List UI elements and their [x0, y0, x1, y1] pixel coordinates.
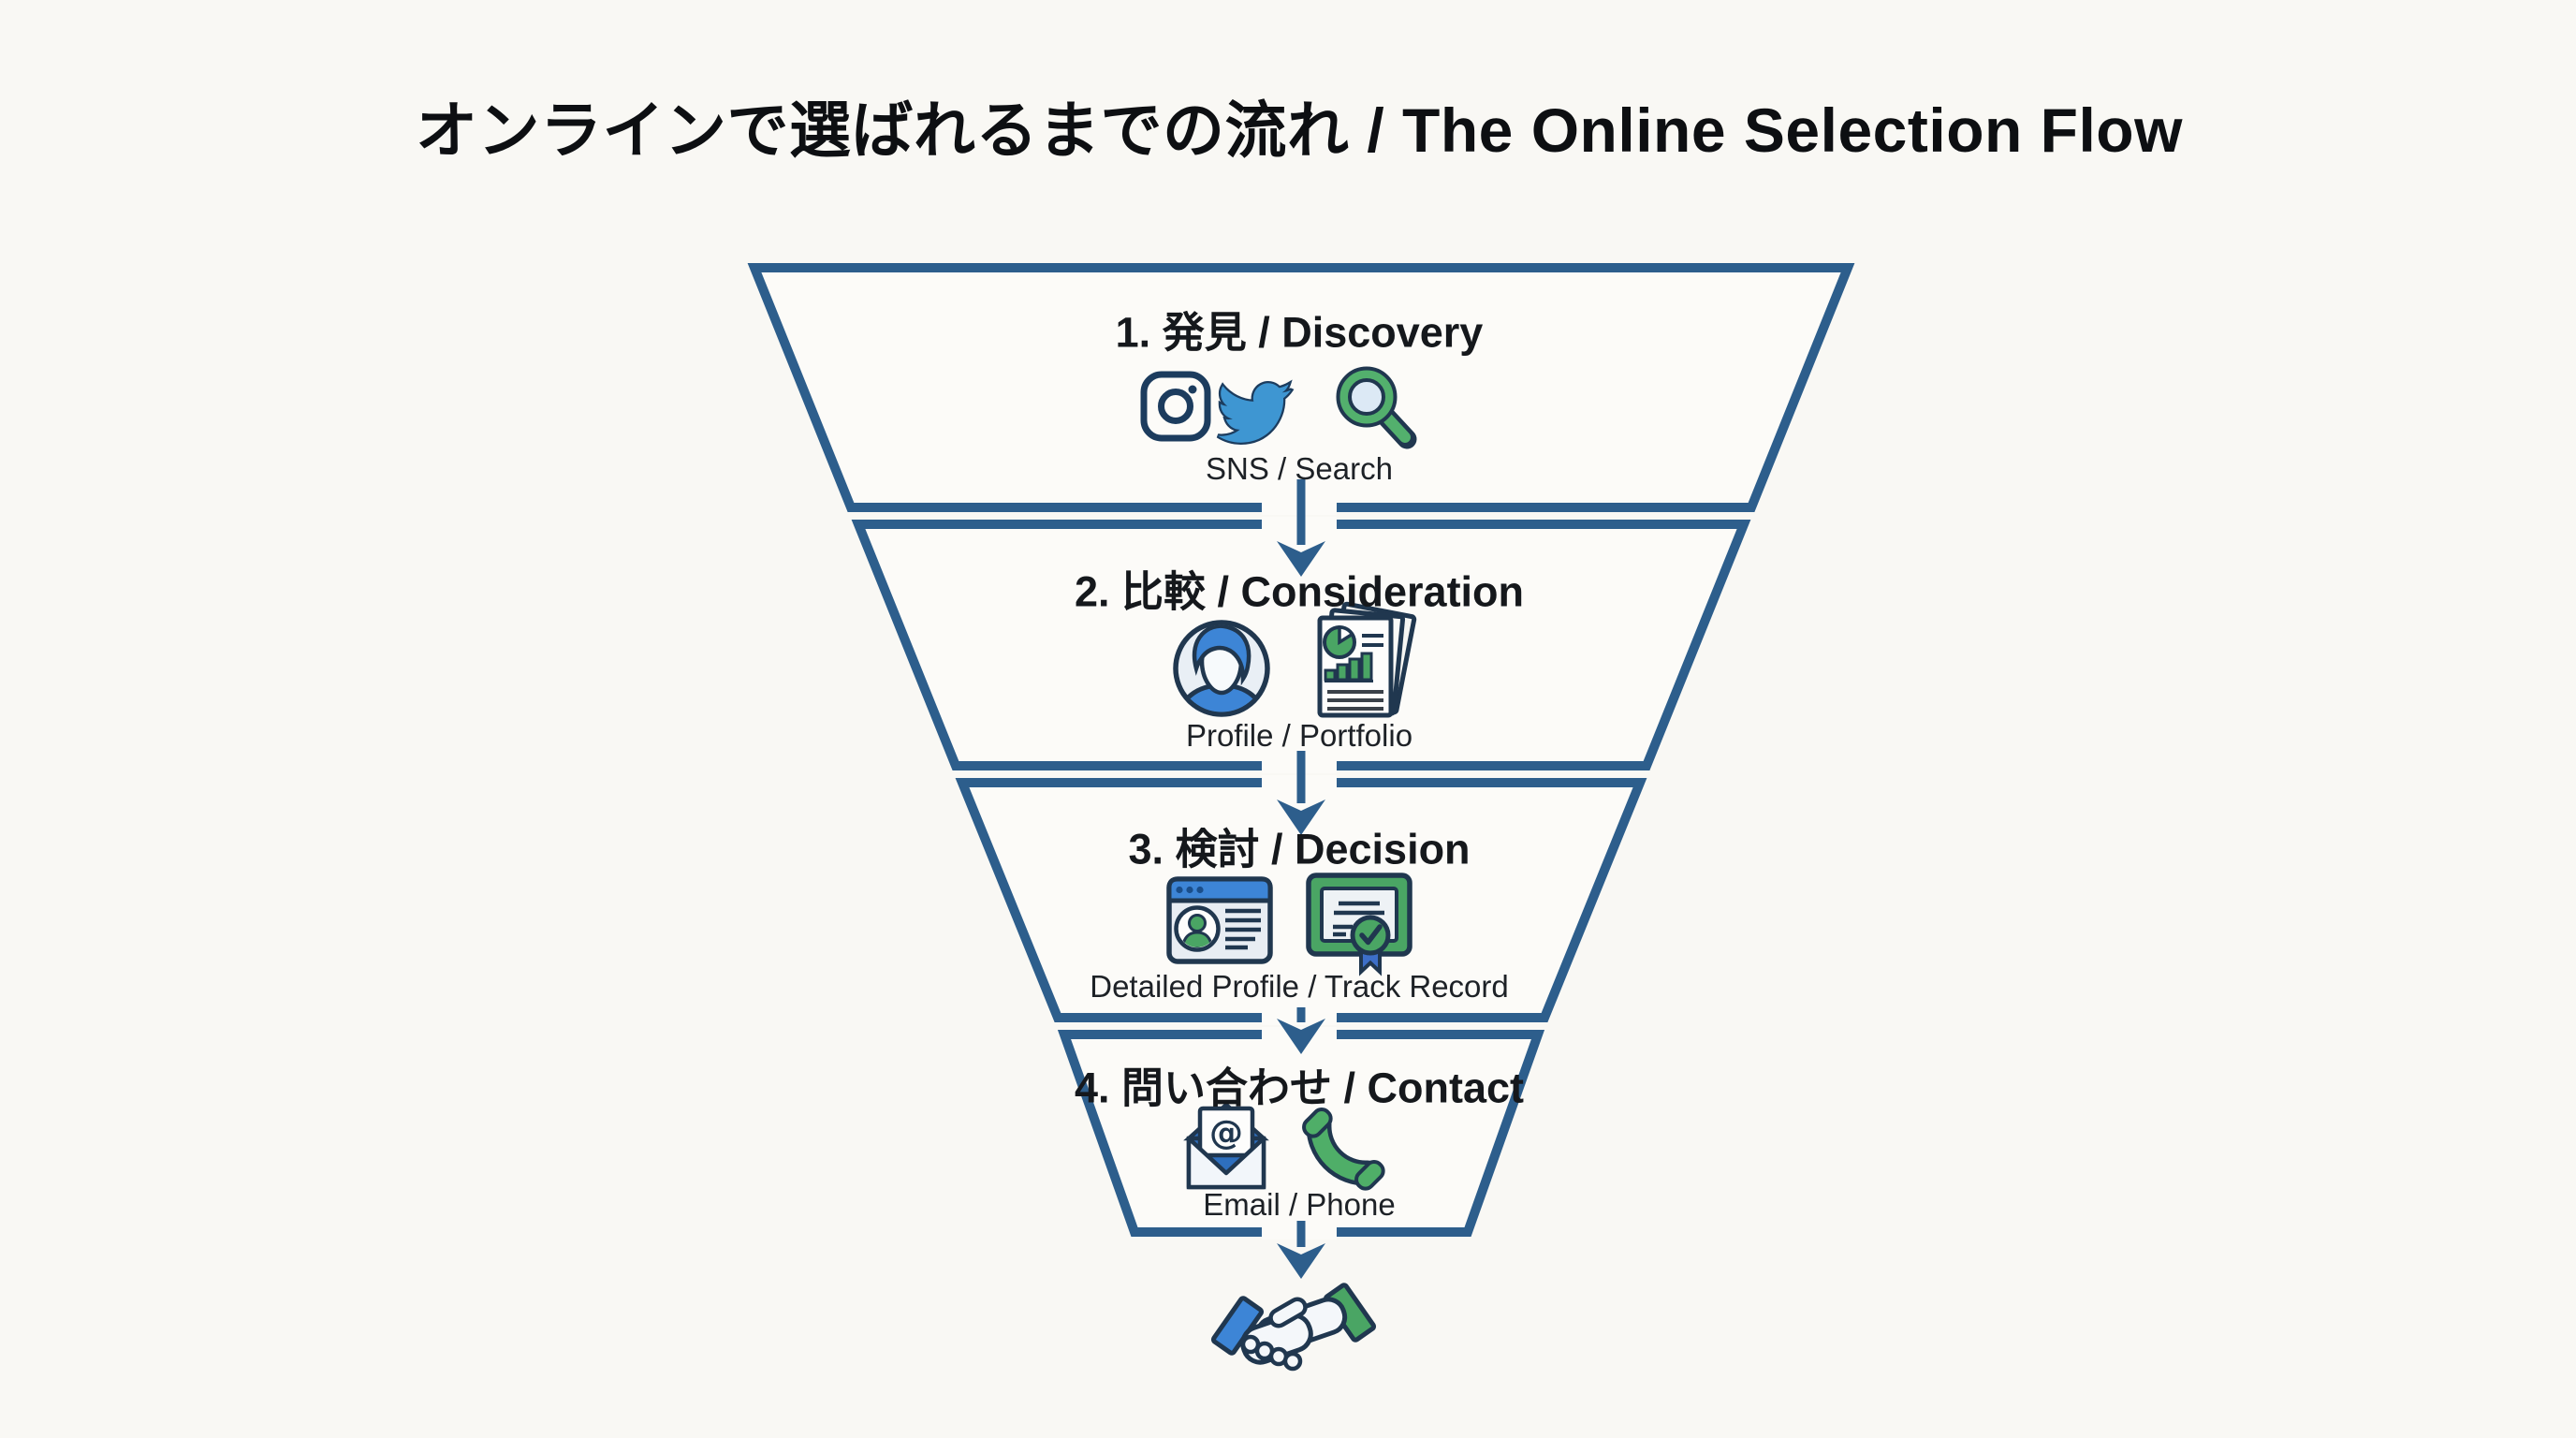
at-symbol: @ [1209, 1114, 1243, 1152]
handshake-icon [1210, 1283, 1377, 1372]
instagram-icon [1140, 371, 1211, 442]
search-icon [1336, 366, 1417, 449]
funnel-stage-4-shape [1057, 1030, 1545, 1237]
funnel-stage-2-shape [851, 520, 1751, 770]
stage-2-heading: 2. 比較 / Consideration [1074, 567, 1525, 616]
stage-3-label: Detailed Profile / Track Record [1090, 969, 1509, 1004]
email-icon: @ [1183, 1101, 1269, 1190]
funnel-stage-1-shape [747, 263, 1855, 512]
flow-arrows [1277, 479, 1325, 1279]
flow-arrow-down-2 [1277, 751, 1325, 835]
stage-4-heading: 4. 問い合わせ / Contact [1074, 1064, 1525, 1112]
stage-1-heading: 1. 発見 / Discovery [1115, 308, 1484, 357]
stage-1-label: SNS / Search [1206, 451, 1393, 486]
phone-icon [1302, 1108, 1385, 1191]
stage-4-label: Email / Phone [1203, 1187, 1396, 1222]
avatar-icon [1173, 620, 1270, 717]
funnel-stage-3-shape [955, 778, 1647, 1022]
flow-arrow-down-4 [1277, 1221, 1325, 1279]
flow-arrow-down-1 [1277, 479, 1325, 577]
page-title: オンラインで選ばれるまでの流れ / The Online Selection F… [416, 95, 2183, 165]
stage-2-label: Profile / Portfolio [1185, 718, 1413, 753]
stage-3-heading: 3. 検討 / Decision [1128, 825, 1471, 873]
flow-arrow-down-3 [1277, 1007, 1325, 1054]
portfolio-icon [1317, 601, 1417, 718]
certificate-icon [1306, 873, 1412, 976]
twitter-icon [1216, 379, 1295, 445]
funnel-shapes [747, 263, 1855, 1237]
profile-card-icon [1166, 876, 1273, 964]
